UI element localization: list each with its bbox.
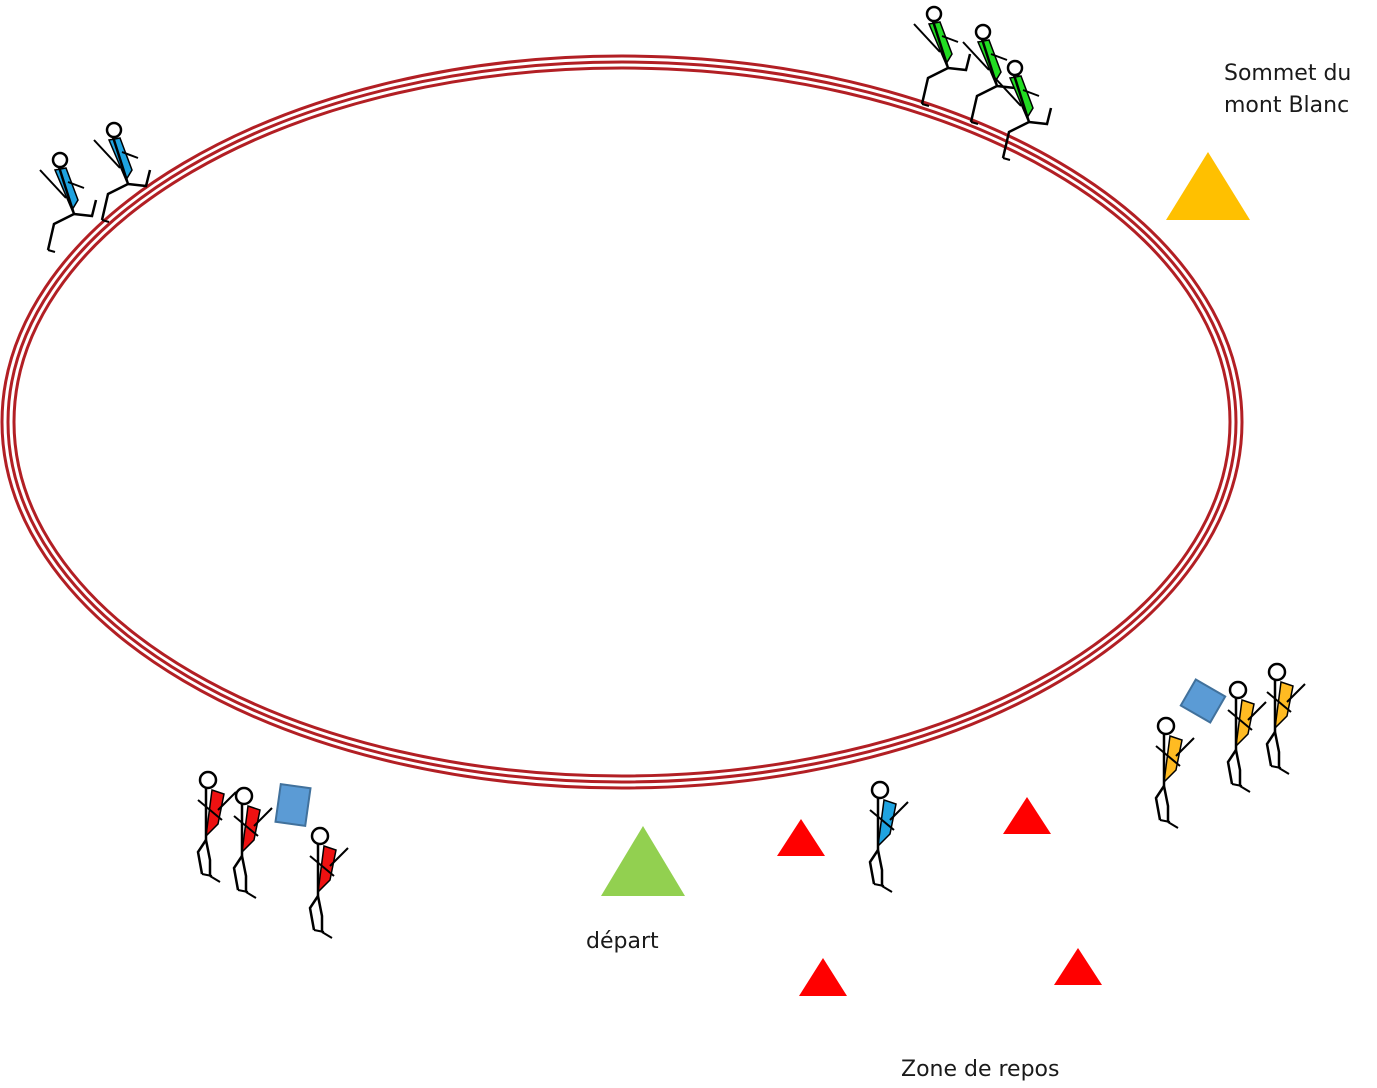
start-triangle-icon (601, 826, 685, 896)
red-walkers-group (196, 770, 350, 940)
walker-icon (232, 786, 274, 900)
rest-triangle-icon (1054, 948, 1102, 985)
summit-label: Sommet du mont Blanc (1224, 58, 1351, 122)
runner-icon (912, 5, 972, 108)
walker-icon (308, 826, 350, 940)
rest-triangle-icon (777, 819, 825, 856)
walker-icon (1154, 716, 1196, 830)
rest-triangle-icon (799, 958, 847, 996)
rest-zone-markers (777, 797, 1102, 996)
running-track (0, 54, 1244, 790)
start-label: départ (586, 929, 659, 954)
blue-bag-icon (274, 782, 312, 828)
walker-icon (196, 770, 238, 884)
rest-triangle-icon (1003, 797, 1051, 834)
walker-icon (1226, 680, 1268, 794)
rest-zone-label: Zone de repos (901, 1057, 1060, 1082)
blue-runners-group (38, 121, 152, 254)
walker-icon (1265, 662, 1307, 776)
yellow-walkers-group (1154, 662, 1307, 830)
summit-label-line1: Sommet du (1224, 61, 1352, 86)
summit-label-line2: mont Blanc (1224, 93, 1350, 118)
summit-triangle-icon (1166, 152, 1250, 220)
blue-bag-icon (1179, 678, 1227, 724)
blue-walker-group (868, 780, 910, 894)
walker-icon (868, 780, 910, 894)
